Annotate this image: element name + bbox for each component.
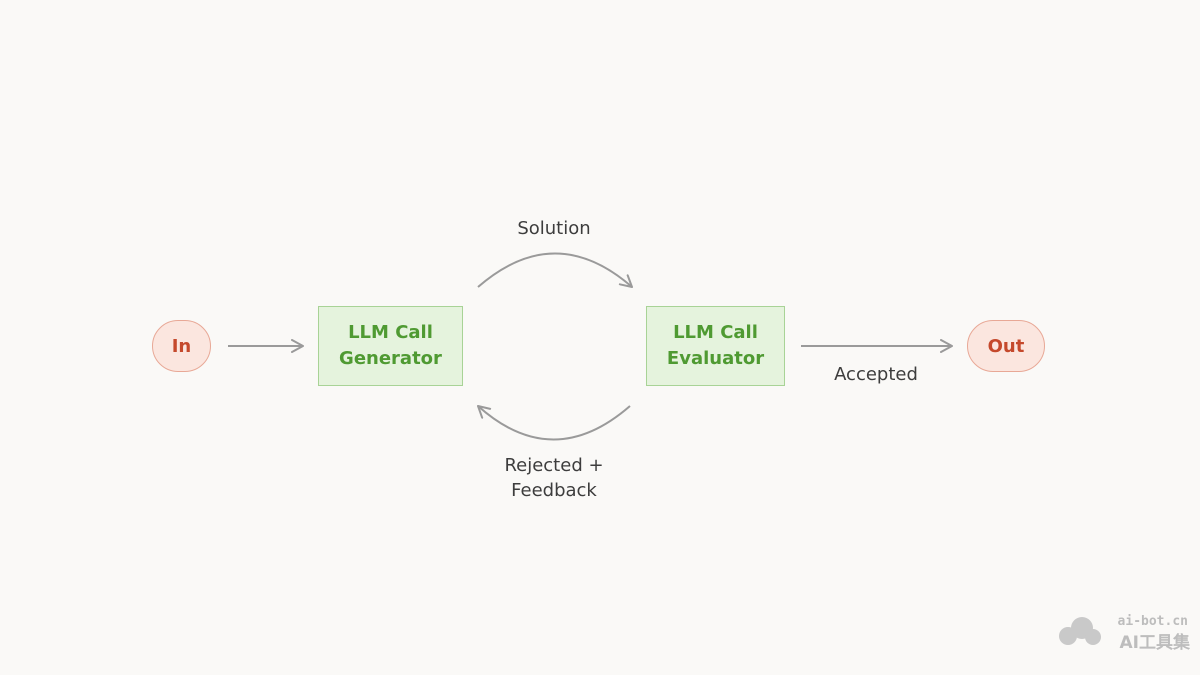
generator-node-line1: LLM Call [348,322,433,343]
rejected-label-line1: Rejected + [504,455,604,476]
accepted-label: Accepted [834,364,918,385]
watermark-logo-icon [1059,617,1101,645]
rejected-feedback-label: Rejected + Feedback [484,453,624,503]
output-node-label: Out [987,335,1025,357]
arrow-solution [477,252,633,288]
input-node: In [152,320,211,372]
watermark-brand: AI工具集 [1119,633,1190,653]
input-node-label: In [171,335,192,357]
evaluator-node: LLM Call Evaluator [646,306,785,386]
arrow-rejected-feedback [477,405,631,441]
evaluator-node-line1: LLM Call [673,322,758,343]
output-node: Out [967,320,1045,372]
evaluator-node-line2: Evaluator [666,348,765,369]
generator-node: LLM Call Generator [318,306,463,386]
rejected-label-line2: Feedback [511,480,597,501]
generator-node-line2: Generator [339,348,442,369]
solution-label: Solution [517,218,591,239]
watermark-domain: ai-bot.cn [1117,614,1188,629]
